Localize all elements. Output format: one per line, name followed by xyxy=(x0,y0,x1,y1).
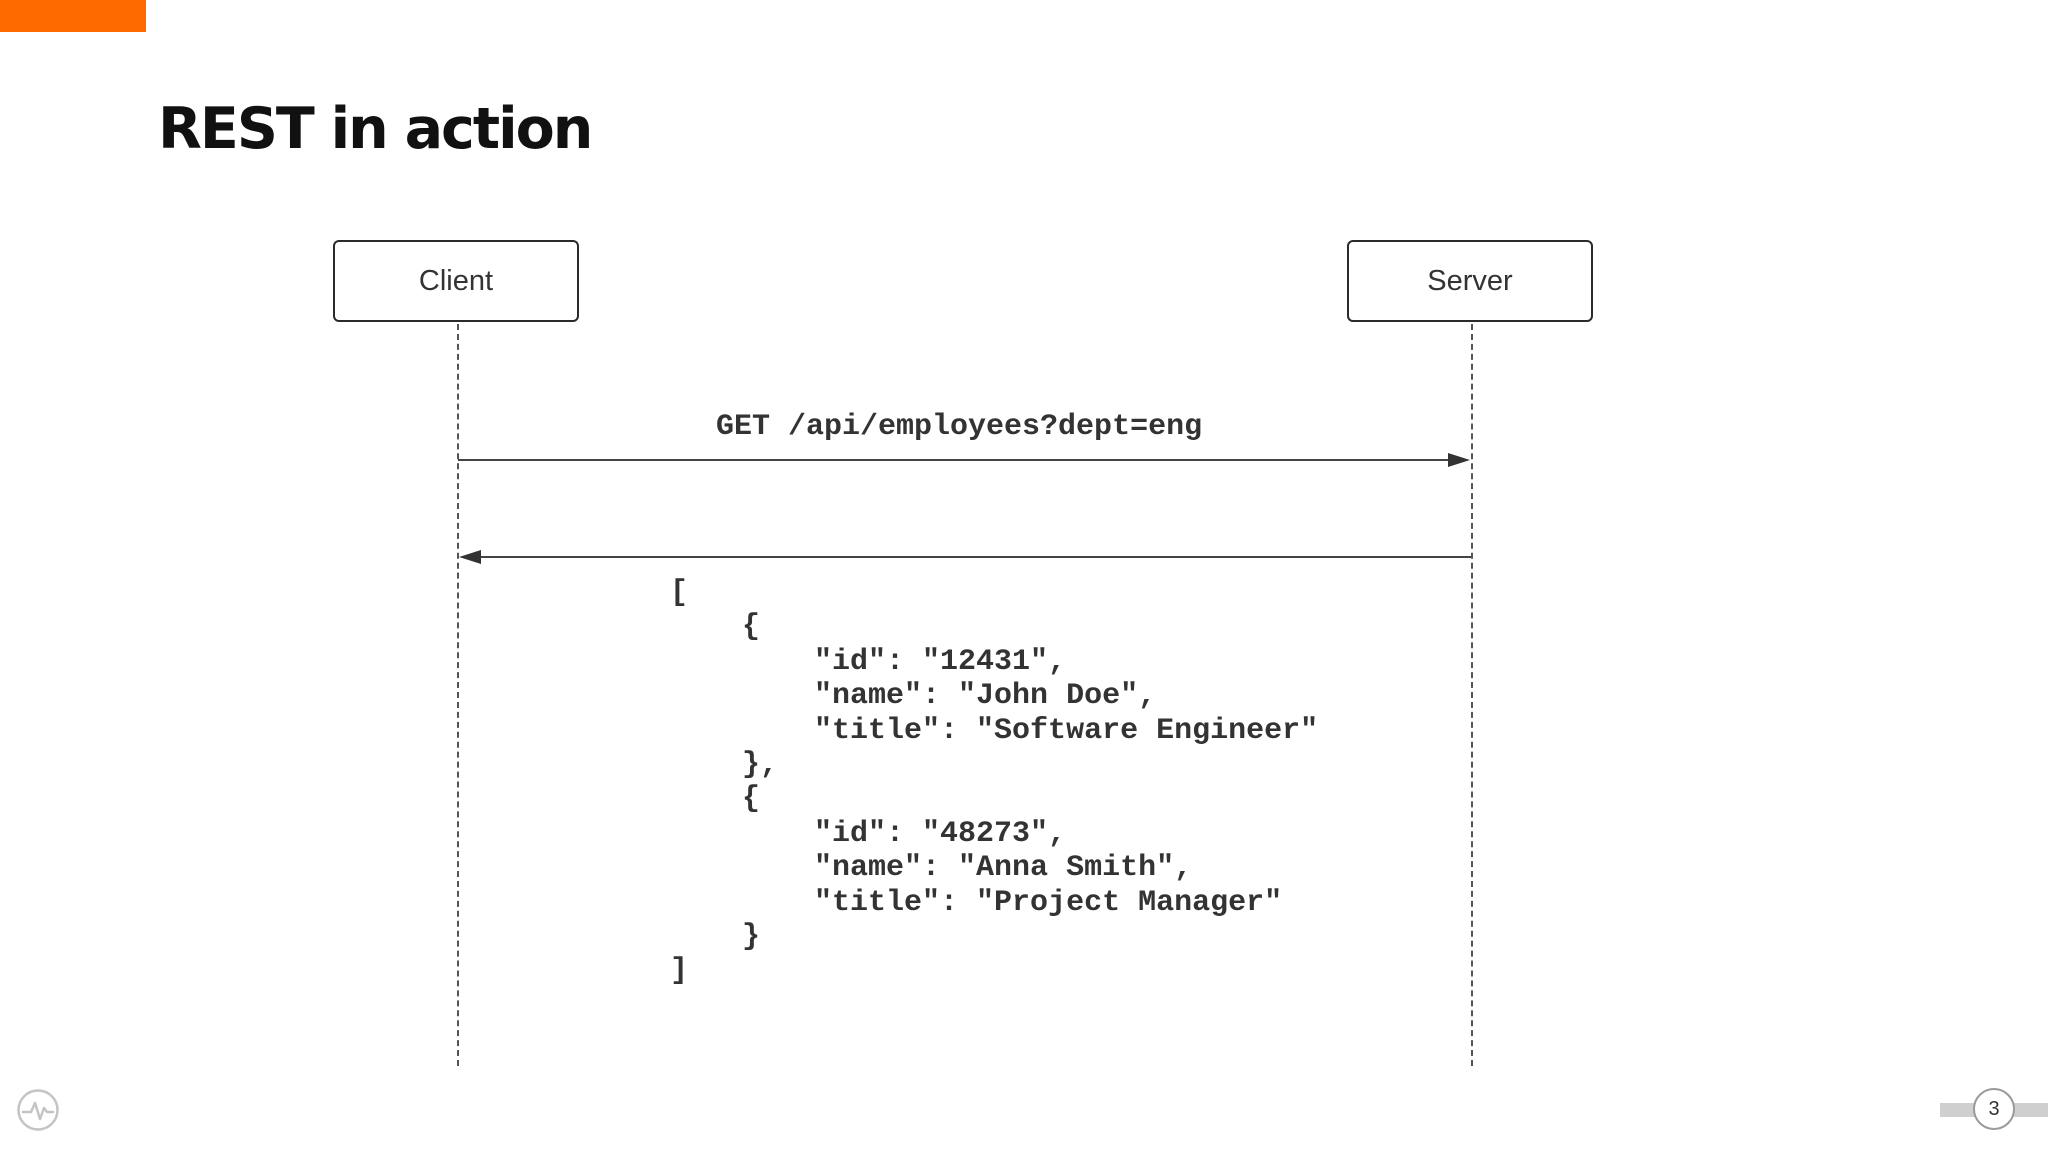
slide-title: REST in action xyxy=(158,96,593,162)
page-number-badge: 3 xyxy=(1973,1088,2015,1130)
page-number: 3 xyxy=(1988,1097,2000,1120)
request-label: GET /api/employees?dept=eng xyxy=(716,410,1203,444)
response-json-body: [ { "id": "12431", "name": "John Doe", "… xyxy=(670,576,1319,989)
pulse-logo-icon xyxy=(17,1089,59,1131)
response-arrow xyxy=(459,550,1471,564)
server-actor-label: Server xyxy=(1427,264,1513,297)
client-actor-box: Client xyxy=(333,240,579,322)
client-lifeline xyxy=(457,324,459,1066)
server-lifeline xyxy=(1471,324,1473,1066)
accent-bar xyxy=(0,0,146,32)
client-actor-label: Client xyxy=(418,264,494,297)
request-arrow xyxy=(458,453,1470,467)
server-actor-box: Server xyxy=(1347,240,1593,322)
